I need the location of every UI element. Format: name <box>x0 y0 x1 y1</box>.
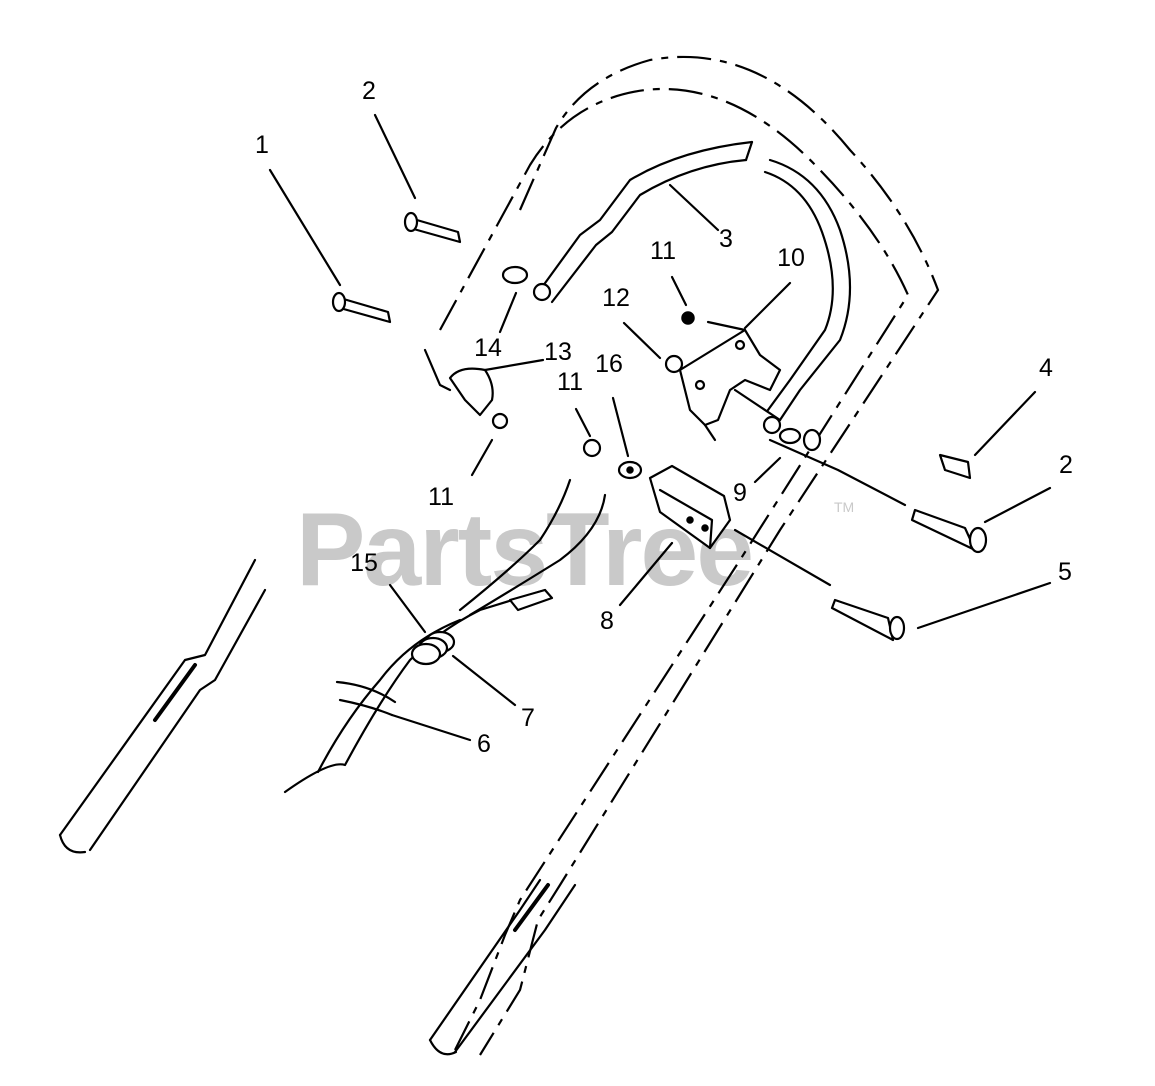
callout-2a: 2 <box>362 77 376 105</box>
leader-lines <box>268 113 1052 742</box>
callout-13: 13 <box>544 338 572 366</box>
callout-8: 8 <box>600 607 614 635</box>
cable-assembly <box>283 478 607 794</box>
callout-16: 16 <box>595 350 623 378</box>
switch-block <box>648 464 732 550</box>
main-handle <box>58 55 940 1056</box>
callout-1: 1 <box>255 131 269 159</box>
bracket <box>678 328 782 442</box>
callout-4: 4 <box>1039 354 1053 382</box>
callout-9: 9 <box>733 479 747 507</box>
callout-11b: 11 <box>557 368 583 396</box>
watermark-tm: TM <box>834 499 854 515</box>
callout-7: 7 <box>521 704 535 732</box>
callout-11c: 11 <box>428 483 454 511</box>
callout-11a: 11 <box>650 237 676 265</box>
cable-grommet <box>410 630 456 666</box>
callout-15: 15 <box>350 549 378 577</box>
callout-14: 14 <box>474 334 502 362</box>
hardware <box>331 211 988 642</box>
callout-10: 10 <box>777 244 805 272</box>
callout-12: 12 <box>602 284 630 312</box>
callout-2b: 2 <box>1059 451 1073 479</box>
control-bail <box>532 140 852 435</box>
callout-6: 6 <box>477 730 491 758</box>
callout-3: 3 <box>719 225 733 253</box>
callout-5: 5 <box>1058 558 1072 586</box>
